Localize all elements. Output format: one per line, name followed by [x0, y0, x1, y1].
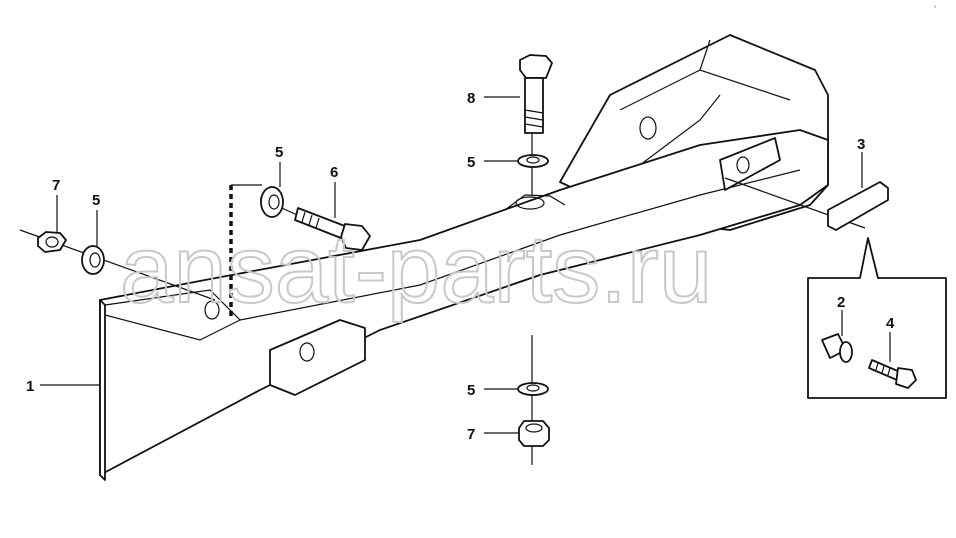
- image-code: °: [934, 6, 937, 12]
- bolt-6: [294, 207, 371, 251]
- watermark: ansat-parts.ru: [120, 216, 712, 323]
- label-5-bottom: 5: [467, 382, 475, 399]
- callout-labels: 1 2 3 4 5 5 5 5 6 7 7 8: [26, 90, 895, 443]
- label-7-left: 7: [52, 177, 60, 194]
- label-8: 8: [467, 90, 475, 107]
- leader-lines: [40, 96, 891, 434]
- nut-bottom: [518, 420, 550, 447]
- nut-left: [37, 231, 67, 253]
- label-7-bottom: 7: [467, 426, 475, 443]
- label-5-upper: 5: [275, 144, 283, 161]
- washer-bottom: [517, 382, 549, 396]
- label-3: 3: [857, 136, 865, 153]
- label-4: 4: [886, 315, 895, 332]
- washer-left: [81, 245, 105, 275]
- washer-upper-left: [260, 186, 284, 218]
- plate-3: [827, 181, 889, 231]
- dashed-alignment-line: [229, 184, 262, 320]
- label-6: 6: [330, 164, 338, 181]
- label-2: 2: [837, 294, 845, 311]
- screw-4: [868, 359, 917, 389]
- label-1: 1: [26, 378, 34, 395]
- label-5-top: 5: [467, 154, 475, 171]
- washer-top: [517, 154, 549, 168]
- label-5-left: 5: [92, 192, 100, 209]
- bushing-2: [821, 333, 853, 363]
- detail-inset: [807, 237, 947, 399]
- bracket-beam: [99, 34, 829, 481]
- bolt-8: [519, 54, 553, 134]
